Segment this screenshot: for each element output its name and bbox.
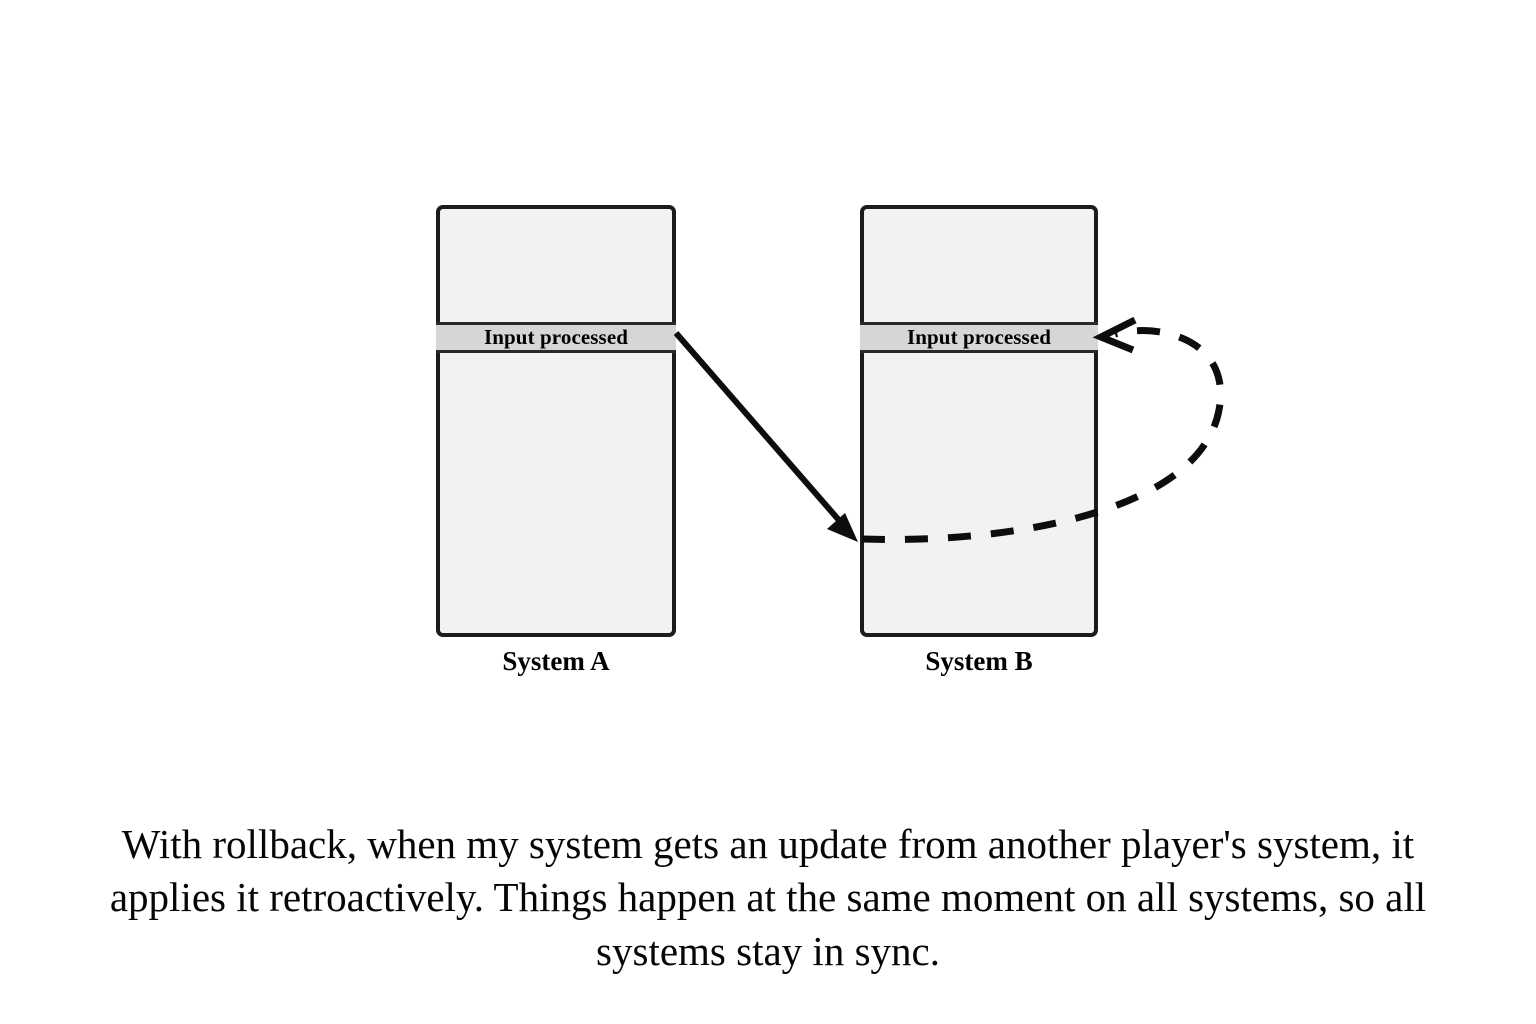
timeline-column-system-a	[436, 205, 676, 637]
event-band-system-a: Input processed	[436, 322, 676, 353]
network-update-arrow-icon	[673, 331, 858, 542]
system-label-a: System A	[502, 646, 610, 676]
event-band-system-b: Input processed	[860, 322, 1098, 353]
system-label-b: System B	[925, 646, 1033, 676]
timeline-column-system-b	[860, 205, 1098, 637]
caption-text: With rollback, when my system gets an up…	[109, 821, 1427, 974]
